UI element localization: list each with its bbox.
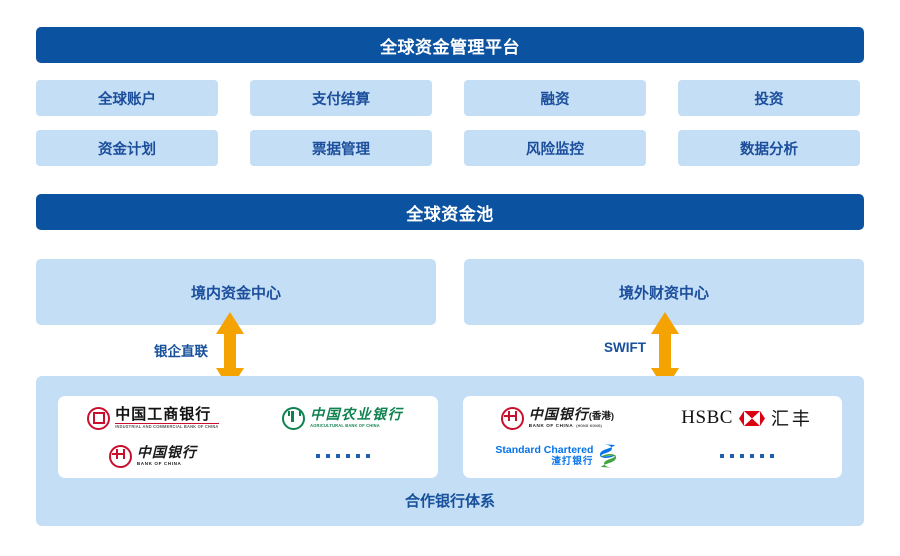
- boc-hk-name-en: BANK OF CHINA: [528, 422, 574, 428]
- centers-row: 境内资金中心 境外财资中心: [36, 259, 864, 325]
- standard-chartered-ribbon-icon: [597, 441, 619, 471]
- module-global-accounts[interactable]: 全球账户: [36, 80, 218, 116]
- boc-emblem-icon: [108, 444, 132, 468]
- hsbc-name-cn: 汇丰: [770, 409, 813, 430]
- module-payment-settlement[interactable]: 支付结算: [250, 80, 432, 116]
- icbc-name-cn: 中国工商银行: [115, 404, 212, 423]
- module-bill-management[interactable]: 票据管理: [250, 130, 432, 166]
- more-dots-icon: [315, 454, 370, 458]
- abc-name-cn: 中国农业银行: [310, 407, 404, 423]
- bank-logo-standard-chartered[interactable]: Standard Chartered 渣打银行: [463, 437, 653, 475]
- double-arrow-vertical-icon-left: [215, 312, 245, 390]
- platform-banner: 全球资金管理平台: [36, 27, 864, 63]
- bank-cards-row: 中国工商银行 INDUSTRIAL AND COMMERCIAL BANK OF…: [58, 396, 842, 478]
- module-fund-planning[interactable]: 资金计划: [36, 130, 218, 166]
- bank-logo-icbc[interactable]: 中国工商银行 INDUSTRIAL AND COMMERCIAL BANK OF…: [58, 399, 248, 437]
- bank-logo-boc-hongkong[interactable]: 中国银行 (香港) BANK OF CHINA (HONG KONG): [463, 399, 653, 437]
- connector-label-swift: SWIFT: [604, 340, 646, 355]
- domestic-bank-card: 中国工商银行 INDUSTRIAL AND COMMERCIAL BANK OF…: [58, 396, 438, 478]
- boc-hk-name-en-suffix: (HONG KONG): [576, 423, 603, 428]
- boc-hk-name-suffix: (香港): [588, 410, 615, 422]
- connector-label-bank-direct-link: 银企直联: [154, 344, 208, 359]
- bank-logo-boc[interactable]: 中国银行 BANK OF CHINA: [58, 437, 248, 475]
- partner-bank-system-panel: 中国工商银行 INDUSTRIAL AND COMMERCIAL BANK OF…: [36, 376, 864, 526]
- overseas-bank-card: 中国银行 (香港) BANK OF CHINA (HONG KONG) HSBC: [462, 396, 842, 478]
- module-grid: 全球账户 支付结算 融资 投资 资金计划 票据管理 风险监控 数据分析: [36, 80, 864, 180]
- abc-name-en: AGRICULTURAL BANK OF CHINA: [310, 422, 380, 429]
- boc-name-cn: 中国银行: [136, 444, 197, 461]
- boc-hk-emblem-icon: [500, 406, 524, 430]
- hsbc-hexagon-icon: [738, 410, 765, 426]
- abc-emblem-icon: [282, 406, 306, 430]
- icbc-name-en: INDUSTRIAL AND COMMERCIAL BANK OF CHINA: [115, 424, 219, 430]
- boc-name-en: BANK OF CHINA: [136, 460, 182, 466]
- module-risk-monitoring[interactable]: 风险监控: [464, 130, 646, 166]
- domestic-fund-center[interactable]: 境内资金中心: [36, 259, 436, 325]
- icbc-emblem-icon: [87, 406, 111, 430]
- hsbc-name-en: HSBC: [681, 407, 733, 428]
- more-dots-icon: [720, 454, 775, 458]
- overseas-more-banks[interactable]: [652, 437, 842, 475]
- module-row-2: 资金计划 票据管理 风险监控 数据分析: [36, 130, 864, 166]
- module-data-analysis[interactable]: 数据分析: [678, 130, 860, 166]
- double-arrow-vertical-icon-right: [650, 312, 680, 390]
- bank-logo-hsbc[interactable]: HSBC 汇丰: [652, 399, 842, 437]
- sc-name-cn: 渣打银行: [551, 455, 594, 467]
- module-financing[interactable]: 融资: [464, 80, 646, 116]
- boc-hk-name-cn: 中国银行: [528, 406, 589, 423]
- global-fund-pool-banner: 全球资金池: [36, 194, 864, 230]
- module-row-1: 全球账户 支付结算 融资 投资: [36, 80, 864, 116]
- icbc-rule: [115, 423, 219, 425]
- module-investment[interactable]: 投资: [678, 80, 860, 116]
- bank-logo-abc[interactable]: 中国农业银行 AGRICULTURAL BANK OF CHINA: [248, 399, 438, 437]
- sc-name-en: Standard Chartered: [495, 444, 594, 457]
- domestic-more-banks[interactable]: [248, 437, 438, 475]
- partner-bank-system-caption: 合作银行体系: [404, 492, 495, 510]
